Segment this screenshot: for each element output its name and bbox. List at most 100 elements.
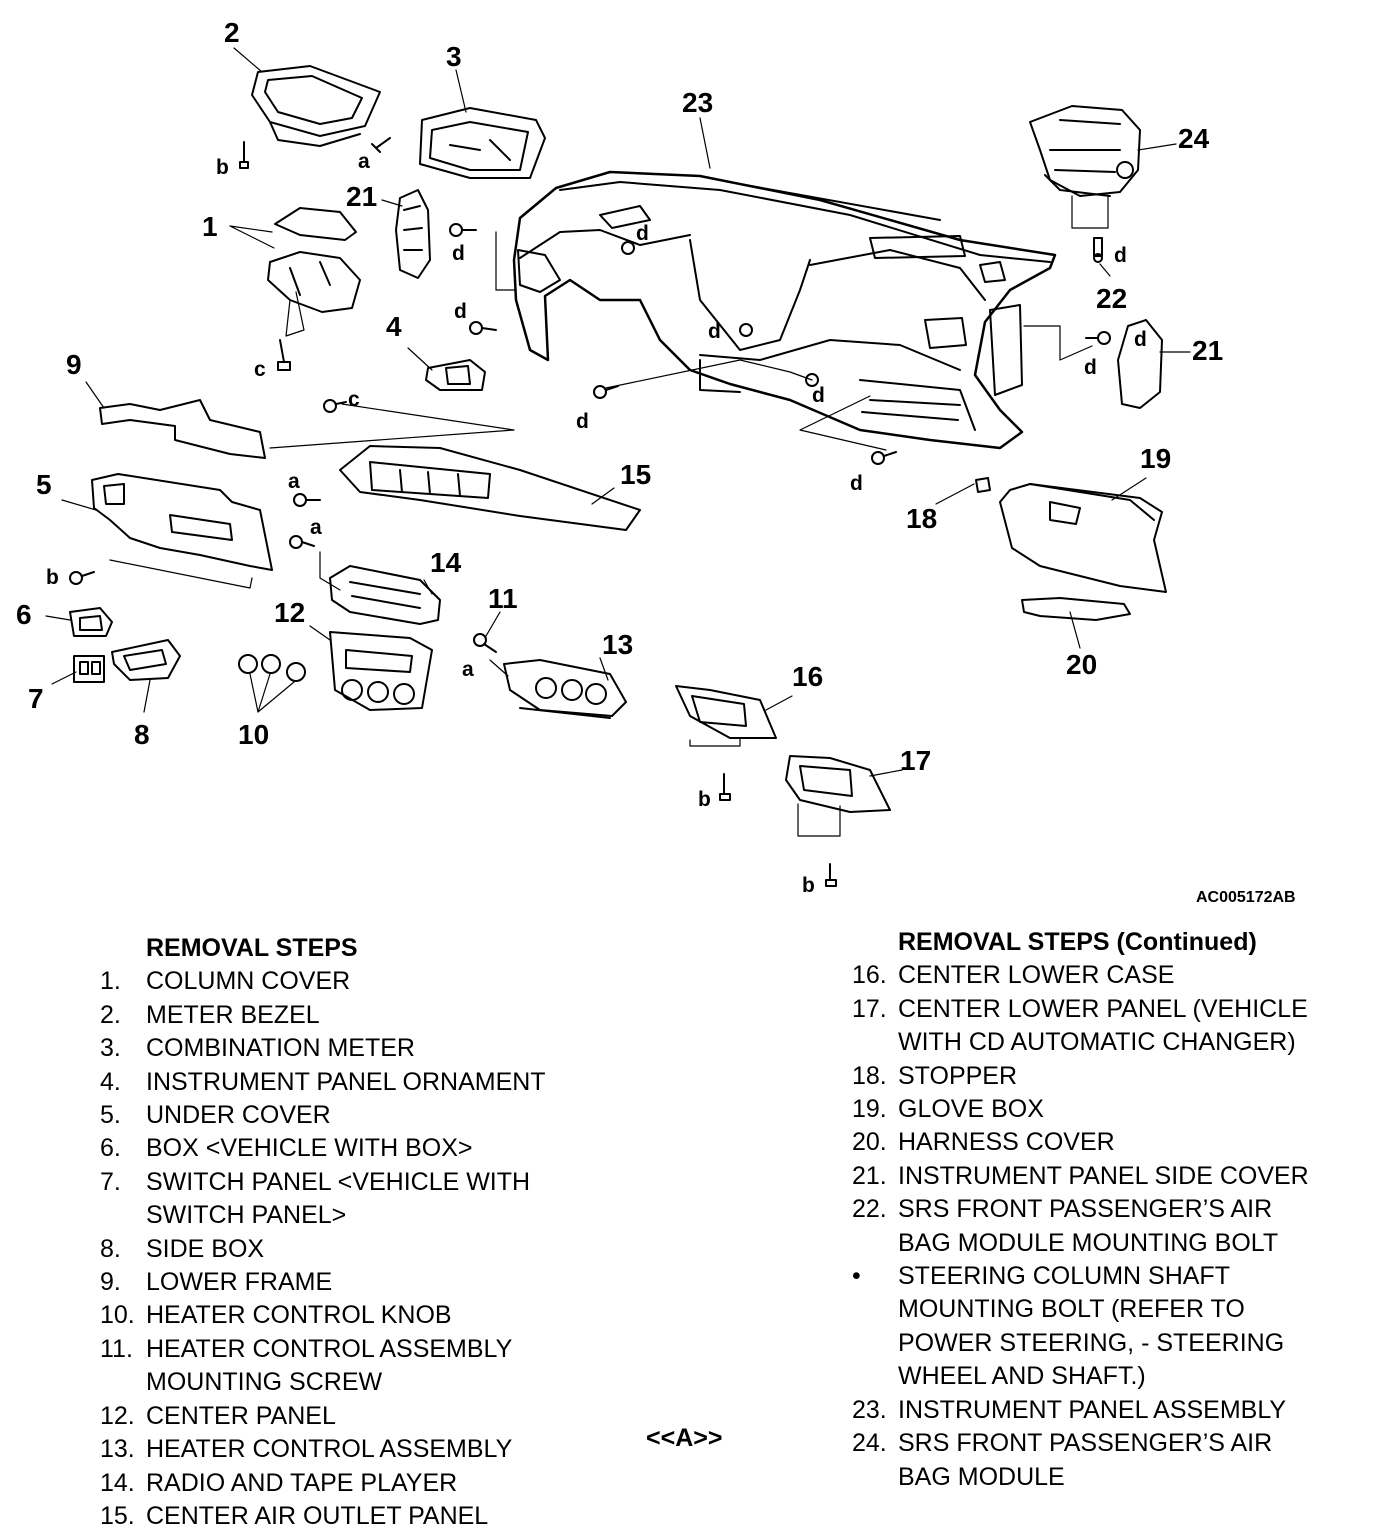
fastener-label: b bbox=[46, 566, 59, 589]
callout-label: 5 bbox=[36, 469, 52, 500]
step-text: SRS FRONT PASSENGER’S AIR bbox=[898, 1195, 1273, 1224]
step-row: •STEERING COLUMN SHAFT bbox=[852, 1260, 1309, 1293]
fastener-label: d bbox=[850, 472, 863, 495]
fastener-label: a bbox=[288, 470, 300, 493]
step-text: SIDE BOX bbox=[146, 1234, 265, 1263]
step-row: 13.HEATER CONTROL ASSEMBLY bbox=[100, 1433, 546, 1466]
instrument-panel-ornament bbox=[425, 359, 486, 391]
fastener-label: d bbox=[452, 242, 465, 265]
fastener-label: d bbox=[812, 384, 825, 407]
fastener-label: d bbox=[1114, 244, 1127, 267]
step-row: 19.GLOVE BOX bbox=[852, 1093, 1309, 1126]
fastener-label: c bbox=[254, 358, 266, 381]
step-number: 1. bbox=[100, 967, 121, 996]
callout-label: 18 bbox=[906, 503, 937, 534]
step-row: 10.HEATER CONTROL KNOB bbox=[100, 1299, 546, 1332]
step-text: BAG MODULE bbox=[898, 1462, 1065, 1491]
step-row: POWER STEERING, - STEERING bbox=[852, 1327, 1309, 1360]
center-air-outlet-panel bbox=[339, 445, 641, 531]
figure-code: AC005172AB bbox=[1196, 889, 1296, 906]
center-lower-panel bbox=[785, 755, 891, 813]
callout-label: 23 bbox=[682, 87, 713, 118]
step-number: 6. bbox=[100, 1134, 121, 1163]
step-row: 3.COMBINATION METER bbox=[100, 1032, 546, 1065]
stopper bbox=[975, 477, 991, 493]
callout-label: 21 bbox=[1192, 335, 1223, 366]
fastener-label: b bbox=[802, 874, 815, 897]
step-row: 14.RADIO AND TAPE PLAYER bbox=[100, 1467, 546, 1500]
step-text: WITH CD AUTOMATIC CHANGER) bbox=[898, 1028, 1296, 1057]
step-number: 3. bbox=[100, 1034, 121, 1063]
callout-labels: 1 2 3 4 5 6 7 8 9 10 11 12 13 14 15 16 1… bbox=[16, 17, 1223, 776]
step-text: SWITCH PANEL <VEHICLE WITH bbox=[146, 1167, 531, 1196]
callout-label: 24 bbox=[1178, 123, 1210, 154]
callout-label: 3 bbox=[446, 41, 462, 72]
step-row: 20.HARNESS COVER bbox=[852, 1126, 1309, 1159]
fastener-label: a bbox=[358, 150, 370, 173]
step-text: INSTRUMENT PANEL ASSEMBLY bbox=[898, 1395, 1287, 1424]
step-number: 2. bbox=[100, 1000, 121, 1029]
step-number: 16. bbox=[852, 961, 887, 990]
step-text: UNDER COVER bbox=[146, 1101, 331, 1130]
lower-frame bbox=[99, 399, 266, 459]
fastener-label: a bbox=[310, 516, 322, 539]
step-row: BAG MODULE bbox=[852, 1461, 1309, 1494]
step-number: 19. bbox=[852, 1095, 887, 1124]
step-number: • bbox=[852, 1262, 861, 1291]
step-text: INSTRUMENT PANEL SIDE COVER bbox=[898, 1161, 1309, 1190]
harness-cover bbox=[1021, 597, 1131, 621]
under-cover bbox=[91, 473, 273, 571]
step-number: 17. bbox=[852, 994, 887, 1023]
step-number bbox=[852, 1227, 898, 1260]
fastener-label: d bbox=[708, 320, 721, 343]
step-number: 12. bbox=[100, 1401, 135, 1430]
step-row: 2. METER BEZEL bbox=[100, 999, 546, 1032]
callout-label: 2 bbox=[224, 17, 240, 48]
callout-label: 1 bbox=[202, 211, 218, 242]
step-text: BOX <VEHICLE WITH BOX> bbox=[146, 1134, 473, 1163]
step-text: COLUMN COVER bbox=[146, 967, 351, 996]
step-text: SRS FRONT PASSENGER’S AIR bbox=[898, 1429, 1273, 1458]
step-row: 6. BOX <VEHICLE WITH BOX> bbox=[100, 1132, 546, 1165]
callout-label: 22 bbox=[1096, 283, 1127, 314]
step-text: CENTER AIR OUTLET PANEL bbox=[146, 1501, 489, 1530]
callout-label: 17 bbox=[900, 745, 931, 776]
srs-air-bag-module bbox=[1029, 105, 1141, 197]
column-cover bbox=[267, 207, 361, 313]
step-text: BAG MODULE MOUNTING BOLT bbox=[898, 1228, 1279, 1257]
step-text: HEATER CONTROL KNOB bbox=[146, 1301, 452, 1330]
callout-label: 6 bbox=[16, 599, 32, 630]
step-number: 8. bbox=[100, 1234, 121, 1263]
callout-label: 8 bbox=[134, 719, 150, 750]
step-text: HEATER CONTROL ASSEMBLY bbox=[146, 1435, 513, 1464]
fasteners bbox=[69, 137, 1111, 887]
step-number: 23. bbox=[852, 1395, 887, 1424]
fastener-label: a bbox=[462, 658, 474, 681]
step-row: 5. UNDER COVER bbox=[100, 1099, 546, 1132]
box bbox=[69, 607, 113, 637]
air-bag-module-mounting-bolt bbox=[1093, 237, 1103, 263]
step-number bbox=[100, 1199, 146, 1232]
fastener-label: d bbox=[1084, 356, 1097, 379]
step-row: WHEEL AND SHAFT.) bbox=[852, 1360, 1309, 1393]
step-row: MOUNTING BOLT (REFER TO bbox=[852, 1293, 1309, 1326]
glove-box bbox=[999, 483, 1167, 593]
step-row: 8. SIDE BOX bbox=[100, 1233, 546, 1266]
callout-label: 20 bbox=[1066, 649, 1097, 680]
step-number: 4. bbox=[100, 1067, 121, 1096]
step-row: 18.STOPPER bbox=[852, 1060, 1309, 1093]
step-number: 5. bbox=[100, 1101, 121, 1130]
center-lower-case bbox=[675, 685, 777, 739]
step-text: STOPPER bbox=[898, 1061, 1018, 1090]
step-text: MOUNTING SCREW bbox=[146, 1368, 383, 1397]
step-row: 16.CENTER LOWER CASE bbox=[852, 959, 1309, 992]
step-text: METER BEZEL bbox=[146, 1000, 320, 1029]
callout-label: 12 bbox=[274, 597, 305, 628]
callout-label: 16 bbox=[792, 661, 823, 692]
step-row: 17.CENTER LOWER PANEL (VEHICLE bbox=[852, 993, 1309, 1026]
step-number: 21. bbox=[852, 1161, 887, 1190]
step-number bbox=[852, 1327, 898, 1360]
step-number: 9. bbox=[100, 1268, 121, 1297]
step-row: SWITCH PANEL> bbox=[100, 1199, 546, 1232]
